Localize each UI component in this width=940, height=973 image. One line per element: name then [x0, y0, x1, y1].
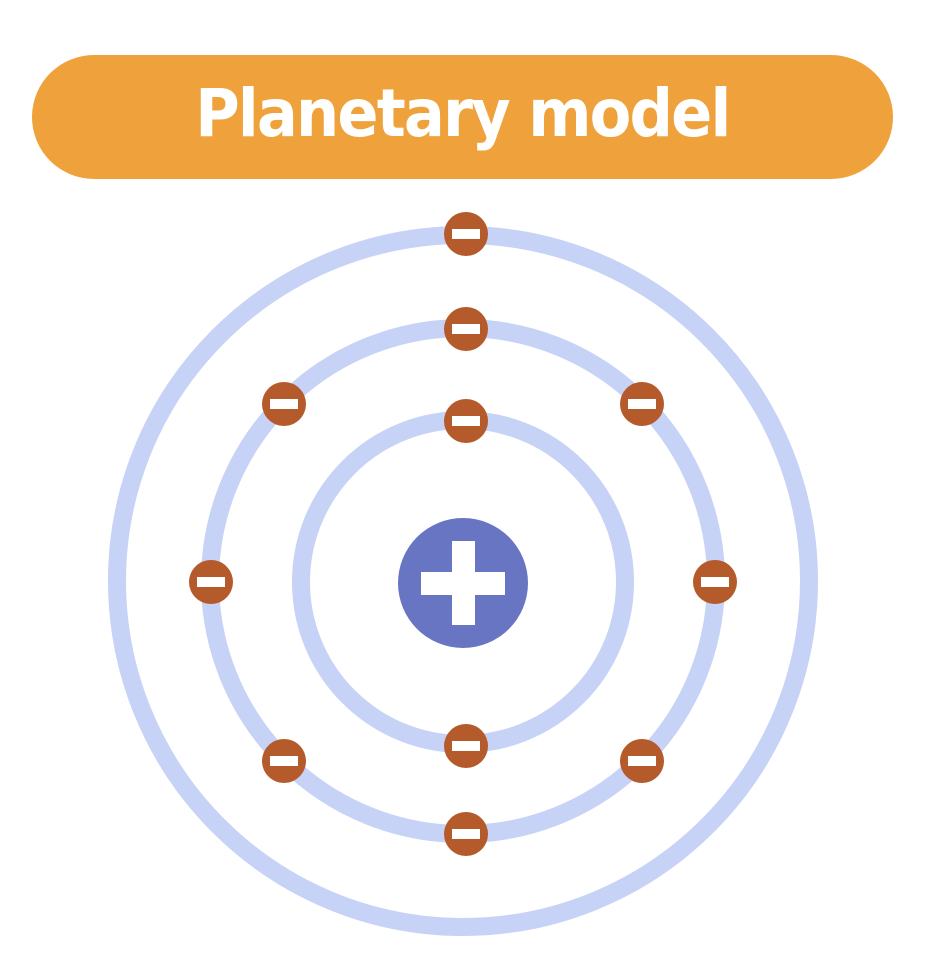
- electron-minus-icon: [444, 212, 488, 256]
- electron-minus-icon: [444, 307, 488, 351]
- electron-minus-icon: [693, 560, 737, 604]
- electron-minus-icon: [189, 560, 233, 604]
- title-banner: Planetary model: [32, 55, 893, 179]
- diagram-title: Planetary model: [195, 75, 731, 152]
- electron-minus-icon: [262, 382, 306, 426]
- electron-minus-icon: [444, 812, 488, 856]
- electron-minus-icon: [620, 382, 664, 426]
- nucleus-plus-icon: [398, 518, 528, 648]
- electron-minus-icon: [444, 399, 488, 443]
- electron-minus-icon: [620, 739, 664, 783]
- electron-minus-icon: [444, 724, 488, 768]
- electron-minus-icon: [262, 739, 306, 783]
